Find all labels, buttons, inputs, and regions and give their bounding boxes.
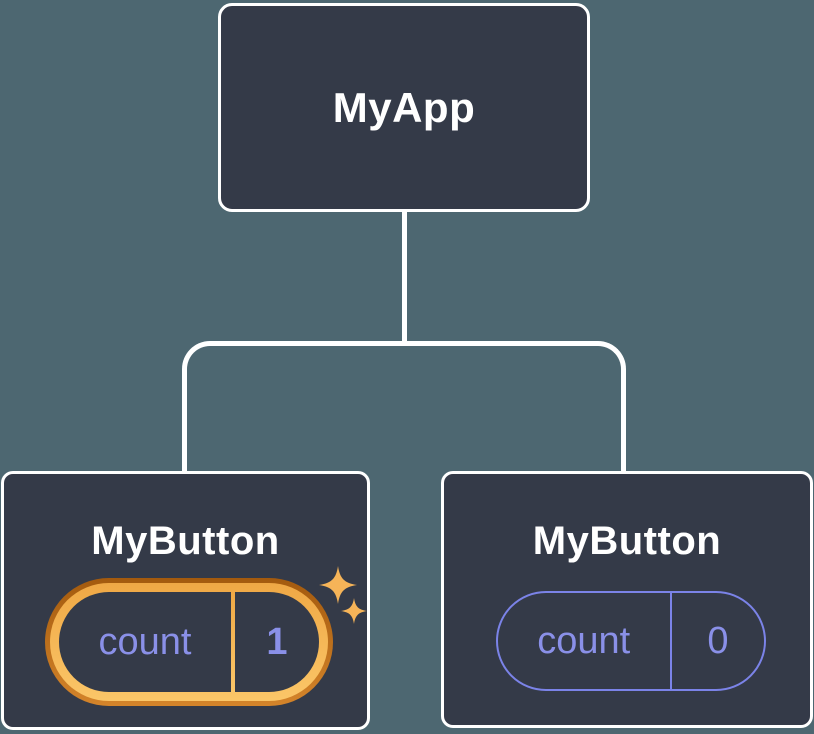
- root-node-label: MyApp: [332, 83, 476, 131]
- pill-divider: [669, 593, 672, 689]
- state-key-label: count: [537, 619, 631, 662]
- state-value-cell: 0: [672, 593, 764, 689]
- state-value-cell: 1: [235, 592, 319, 692]
- connector-root-stem: [402, 210, 407, 346]
- sparkle-icon: [319, 566, 357, 604]
- state-key-label: count: [98, 620, 192, 663]
- sparkle-icon: [341, 598, 367, 624]
- child-node-left-label: MyButton: [91, 519, 280, 563]
- state-value-label: 1: [266, 620, 288, 663]
- state-pill-core: count 1: [59, 592, 319, 692]
- connector-branch: [182, 341, 626, 471]
- state-pill-plain: count 0: [496, 591, 766, 691]
- child-node-right-label: MyButton: [532, 519, 722, 563]
- pill-divider: [231, 592, 235, 692]
- state-pill-highlighted: count 1: [45, 578, 333, 706]
- child-node-right: MyButton count 0: [441, 471, 813, 728]
- state-key-cell: count: [59, 592, 231, 692]
- state-value-label: 0: [707, 619, 729, 662]
- highlight-ring-inner: count 1: [50, 583, 328, 701]
- highlight-ring-outer: count 1: [45, 578, 333, 706]
- root-node: MyApp: [218, 3, 590, 212]
- child-node-left: MyButton count 1: [1, 471, 370, 730]
- state-key-cell: count: [498, 593, 670, 689]
